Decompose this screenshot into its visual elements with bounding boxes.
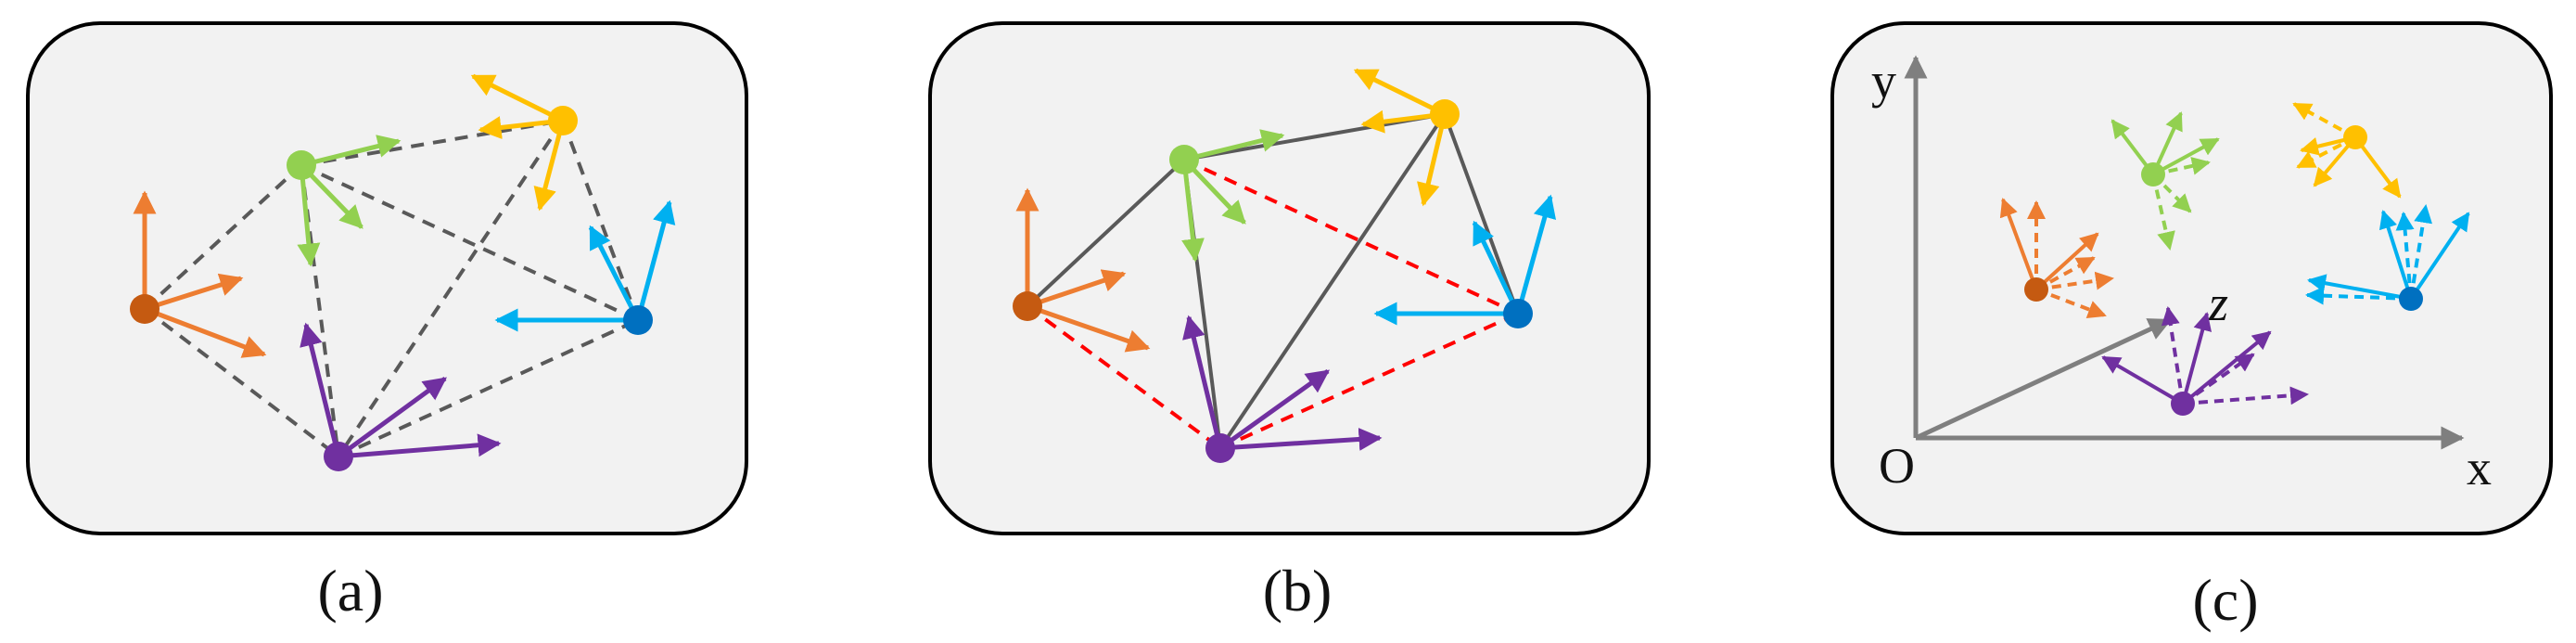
- origin-label: O: [1879, 438, 1915, 494]
- panel-b-caption: (b): [1263, 558, 1333, 624]
- panel-c-yellow-node: [2343, 125, 2367, 149]
- z-axis: [1914, 317, 2173, 441]
- z-axis-label: z: [2208, 276, 2228, 331]
- panel-c-yellow-vectors: [2292, 102, 2402, 199]
- panel-b-green-node: [1169, 145, 1199, 174]
- panel-a-frame: [26, 21, 748, 535]
- panel-b-purple-node: [1205, 433, 1235, 463]
- panel-b-blue-node: [1503, 299, 1533, 328]
- panel-b-frame: [928, 21, 1651, 535]
- panel-c-orange-vectors: [1999, 198, 2114, 318]
- panel-c-green-node: [2141, 162, 2165, 186]
- y-axis-label: y: [1871, 53, 1896, 109]
- panel-b-yellow-node: [1430, 99, 1460, 129]
- panel-c-purple-vectors: [2101, 306, 2309, 405]
- panel-a-yellow-node: [548, 106, 578, 135]
- panel-c-orange-node: [2024, 277, 2048, 302]
- panel-b-orange-node: [1013, 291, 1042, 321]
- panel-c-purple-node: [2171, 392, 2195, 416]
- panel-c-blue-node: [2399, 287, 2423, 311]
- panel-a-blue-vectors: [494, 199, 676, 332]
- panel-c-frame: [1830, 21, 2553, 535]
- panel-a-caption: (a): [317, 558, 383, 624]
- panel-b-orange-vectors: [1015, 187, 1151, 353]
- panel-a-green-node: [287, 150, 316, 180]
- panel-b-blue-vectors: [1373, 194, 1557, 326]
- panel-a-orange-node: [130, 294, 159, 324]
- panel-c-axes: [1904, 55, 2465, 450]
- panel-a-orange-vectors: [133, 190, 267, 358]
- panel-b-dashed-edges: [1026, 158, 1519, 450]
- panel-c-caption: (c): [2192, 567, 2258, 633]
- panel-c-blue-vectors: [2305, 204, 2470, 305]
- x-axis-label: x: [2467, 440, 2492, 495]
- panel-a-blue-node: [623, 305, 653, 335]
- panel-a-purple-node: [324, 442, 353, 471]
- panel-a-purple-vectors: [300, 322, 502, 459]
- panel-b-purple-vectors: [1182, 315, 1383, 451]
